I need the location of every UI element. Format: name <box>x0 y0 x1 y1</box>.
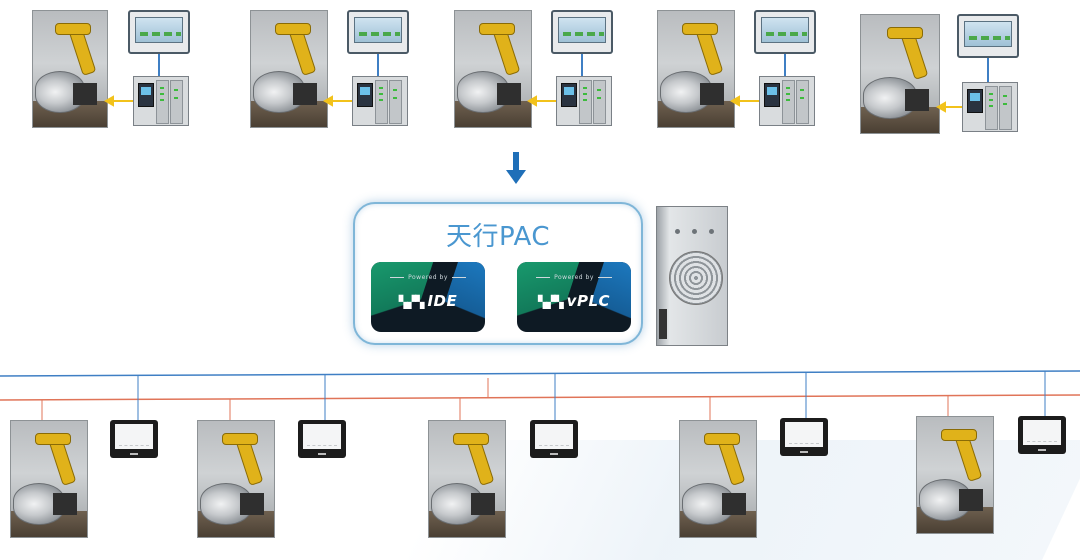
arrow-left-icon <box>103 95 114 107</box>
hmi-panel <box>551 10 613 54</box>
robot-cell-photo <box>916 416 994 534</box>
powered-by-label: Powered by <box>517 274 631 281</box>
ide-badge: Powered by ▚▞▚IDE <box>371 262 485 332</box>
arrow-left-icon <box>322 95 333 107</box>
hmi-touch-panel <box>780 418 828 456</box>
arrow-left-icon <box>935 101 946 113</box>
robot-cell-photo <box>860 14 940 134</box>
robot-cell-photo <box>197 420 275 538</box>
robot-cell-photo <box>10 420 88 538</box>
robot-cell-photo <box>454 10 532 128</box>
robot-cell-photo <box>250 10 328 128</box>
plc-controller <box>759 76 815 126</box>
hmi-panel <box>128 10 190 54</box>
badge-product-name: vPLC <box>566 292 611 310</box>
hmi-touch-panel <box>1018 416 1066 454</box>
brand-logo-icon: ▚▞▚ <box>537 295 564 309</box>
vplc-badge: Powered by ▚▞▚vPLC <box>517 262 631 332</box>
hmi-panel <box>754 10 816 54</box>
arrow-left-icon <box>729 95 740 107</box>
robot-cell-photo <box>679 420 757 538</box>
hmi-touch-panel <box>298 420 346 458</box>
arrow-down-icon <box>506 152 526 184</box>
hmi-panel <box>347 10 409 54</box>
hmi-touch-panel <box>110 420 158 458</box>
pac-title: 天行PAC <box>446 222 550 252</box>
hmi-panel <box>957 14 1019 58</box>
pac-hardware-cabinet <box>656 206 728 346</box>
robot-cell-photo <box>657 10 735 128</box>
badge-product-name: IDE <box>427 292 458 310</box>
plc-controller <box>133 76 189 126</box>
powered-by-label: Powered by <box>371 274 485 281</box>
plc-controller <box>962 82 1018 132</box>
pac-box: 天行PAC Powered by ▚▞▚IDE Powered by ▚▞▚vP… <box>353 202 643 345</box>
fan-icon <box>669 251 723 305</box>
brand-logo-icon: ▚▞▚ <box>398 295 425 309</box>
arrow-left-icon <box>526 95 537 107</box>
plc-controller <box>352 76 408 126</box>
fieldbus-line <box>0 394 1080 401</box>
robot-cell-photo <box>428 420 506 538</box>
hmi-touch-panel <box>530 420 578 458</box>
ethernet-bus-line <box>0 370 1080 377</box>
plc-controller <box>556 76 612 126</box>
robot-cell-photo <box>32 10 108 128</box>
